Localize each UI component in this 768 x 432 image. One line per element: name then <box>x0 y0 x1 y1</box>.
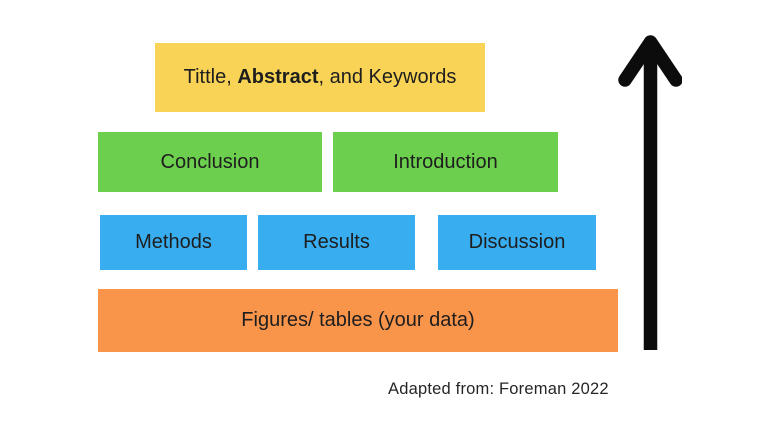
title-abstract-keywords-box: Tittle, Abstract, and Keywords <box>155 43 485 112</box>
conclusion-box: Conclusion <box>98 132 322 192</box>
discussion-box: Discussion <box>438 215 596 270</box>
discussion-label: Discussion <box>468 231 566 253</box>
introduction-label: Introduction <box>393 150 498 173</box>
title-box-label: Tittle, Abstract, and Keywords <box>183 66 457 88</box>
results-box: Results <box>258 215 415 270</box>
figures-tables-box: Figures/ tables (your data) <box>98 289 618 352</box>
up-arrow-icon <box>618 34 683 356</box>
introduction-box: Introduction <box>333 132 558 192</box>
results-label: Results <box>303 231 370 253</box>
abstract-bold-text: Abstract <box>237 66 319 88</box>
methods-label: Methods <box>135 231 212 253</box>
methods-box: Methods <box>100 215 247 270</box>
caption: Adapted from: Foreman 2022 <box>388 380 609 398</box>
figures-tables-label: Figures/ tables (your data) <box>241 309 475 331</box>
conclusion-label: Conclusion <box>160 150 260 173</box>
